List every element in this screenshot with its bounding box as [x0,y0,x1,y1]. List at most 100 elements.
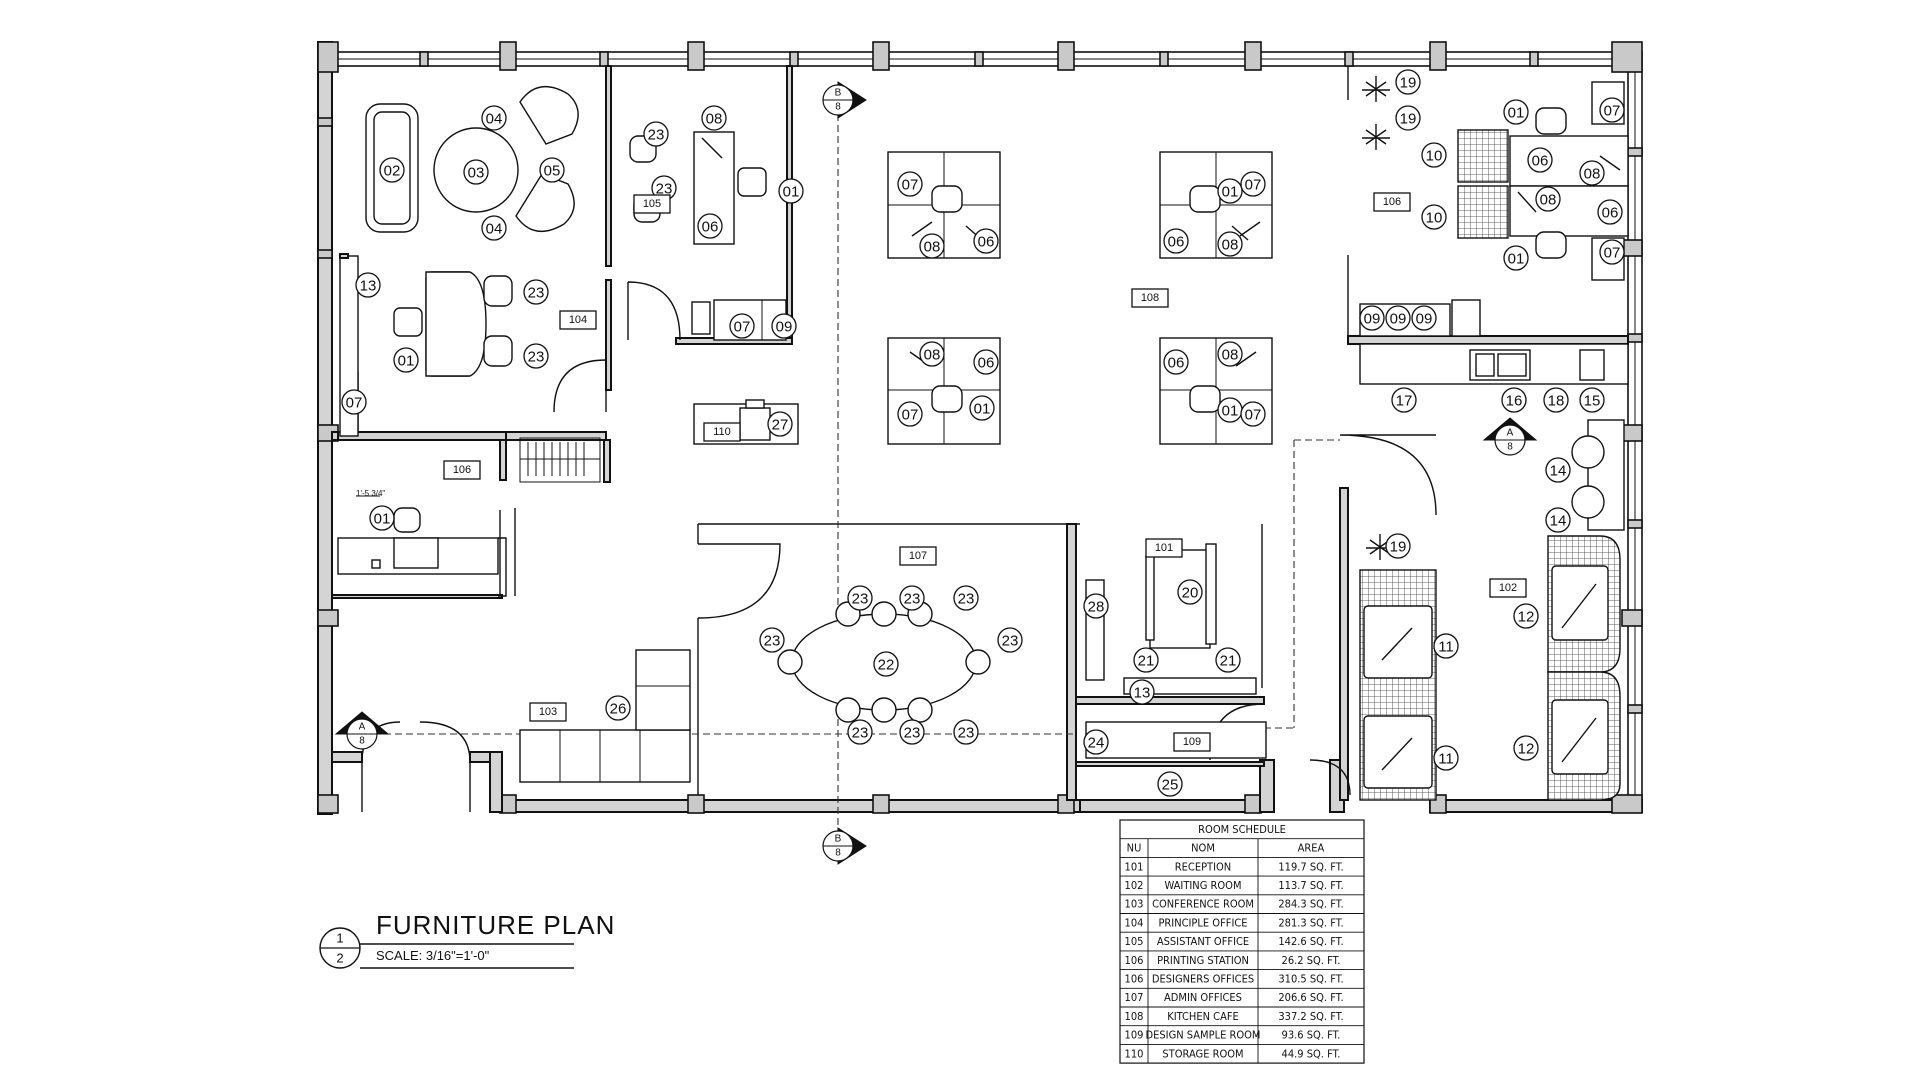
furniture-tag: 01 [369,505,395,531]
furniture-tag: 01 [778,178,804,204]
svg-text:B: B [835,88,842,99]
furniture-tag: 01 [969,395,995,421]
svg-text:18: 18 [1548,393,1565,410]
furniture-tag: 08 [1535,186,1561,212]
schedule-cell: 310.5 SQ. FT. [1278,972,1343,985]
furniture-tag: 10 [1421,142,1447,168]
svg-text:108: 108 [1141,292,1159,304]
furniture-tag: 02 [379,157,405,183]
furniture-tag: 09 [771,313,797,339]
furniture-tag: 07 [897,171,923,197]
furniture-tag: 08 [1217,231,1243,257]
schedule-cell: ADMIN OFFICES [1164,991,1242,1004]
drawing-scale: SCALE: 3/16"=1'-0" [376,948,490,963]
schedule-cell: 102 [1125,879,1144,892]
furniture-tag: 25 [1157,771,1183,797]
kitchen-cafe-furniture [1359,343,1629,801]
furniture-tag: 28 [1083,593,1109,619]
detail-number: 1 [336,931,343,946]
room-label: 107 [899,546,937,566]
furniture-tag: 21 [1133,647,1159,673]
furniture-tag: 22 [873,651,899,677]
bottom-wall-b [1079,799,1261,813]
schedule-cell: DESIGN SAMPLE ROOM [1146,1029,1261,1042]
schedule-cell: 113.7 SQ. FT. [1278,879,1343,892]
svg-text:01: 01 [398,353,415,370]
room-label: 105 [633,194,671,214]
svg-text:06: 06 [978,355,995,372]
svg-text:07: 07 [1245,177,1262,194]
furniture-tag: 06 [1597,199,1623,225]
svg-text:11: 11 [1438,751,1454,768]
svg-text:07: 07 [1604,245,1621,262]
furniture-tag: 07 [729,313,755,339]
svg-text:17: 17 [1396,393,1413,410]
svg-text:15: 15 [1584,393,1601,410]
svg-text:14: 14 [1550,463,1567,480]
svg-text:19: 19 [1390,539,1407,556]
schedule-cell: 44.9 SQ. FT. [1282,1047,1341,1060]
svg-text:07: 07 [1604,103,1621,120]
furniture-tag: 16 [1501,387,1527,413]
sheet-number: 2 [336,951,343,966]
principle-office-furniture [339,85,579,437]
svg-text:23: 23 [958,591,975,608]
dimension-note: 1'-5 3/4" [356,489,385,498]
svg-text:07: 07 [902,407,919,424]
furniture-tag: 07 [1599,239,1625,265]
drawing-title: FURNITURE PLAN [376,910,615,940]
schedule-cell: 206.6 SQ. FT. [1278,991,1343,1004]
schedule-cell: DESIGNERS OFFICES [1152,972,1254,985]
furniture-tag: 09 [1359,305,1385,331]
furniture-tag: 07 [897,401,923,427]
svg-text:23: 23 [904,725,921,742]
room-label: 109 [1173,732,1211,752]
svg-text:07: 07 [734,319,751,336]
furniture-tag: 01 [1503,245,1529,271]
room-label: 101 [1145,538,1183,558]
furniture-tag: 13 [1129,679,1155,705]
svg-text:13: 13 [360,278,377,295]
furniture-tag: 08 [1217,341,1243,367]
schedule-cell: RECEPTION [1175,860,1231,873]
schedule-cell: 284.3 SQ. FT. [1278,898,1343,911]
furniture-tag: 18 [1543,387,1569,413]
svg-text:01: 01 [1222,184,1239,201]
furniture-tag: 07 [1240,171,1266,197]
svg-text:02: 02 [384,163,401,180]
svg-text:26: 26 [610,701,627,718]
schedule-title: ROOM SCHEDULE [1198,823,1286,836]
svg-text:103: 103 [539,706,557,718]
svg-text:01: 01 [974,401,991,418]
svg-text:109: 109 [1183,736,1201,748]
schedule-header: NOM [1191,842,1215,855]
svg-text:23: 23 [852,591,869,608]
svg-text:06: 06 [1168,355,1185,372]
schedule-cell: 109 [1125,1029,1144,1042]
schedule-cell: 101 [1125,860,1144,873]
svg-text:09: 09 [1364,311,1381,328]
svg-text:07: 07 [346,395,363,412]
plant-icon [1366,534,1394,560]
furniture-tag: 23 [997,627,1023,653]
svg-text:12: 12 [1518,741,1535,758]
svg-text:B: B [835,834,842,845]
svg-text:08: 08 [924,347,941,364]
furniture-tag: 11 [1433,745,1459,771]
furniture-tag: 04 [481,105,507,131]
svg-text:A: A [359,722,366,733]
svg-text:08: 08 [706,111,723,128]
svg-text:105: 105 [643,198,661,210]
bottom-wall-c [1429,799,1643,813]
furniture-tag: 19 [1385,533,1411,559]
furniture-tag: 23 [643,121,669,147]
furniture-tag: 06 [973,228,999,254]
svg-text:01: 01 [1508,251,1525,268]
furniture-tag: 27 [767,411,793,437]
room-label: 102 [1489,578,1527,598]
furniture-tag: 23 [899,719,925,745]
svg-text:06: 06 [702,219,719,236]
svg-text:23: 23 [528,349,545,366]
furniture-tag: 06 [973,349,999,375]
